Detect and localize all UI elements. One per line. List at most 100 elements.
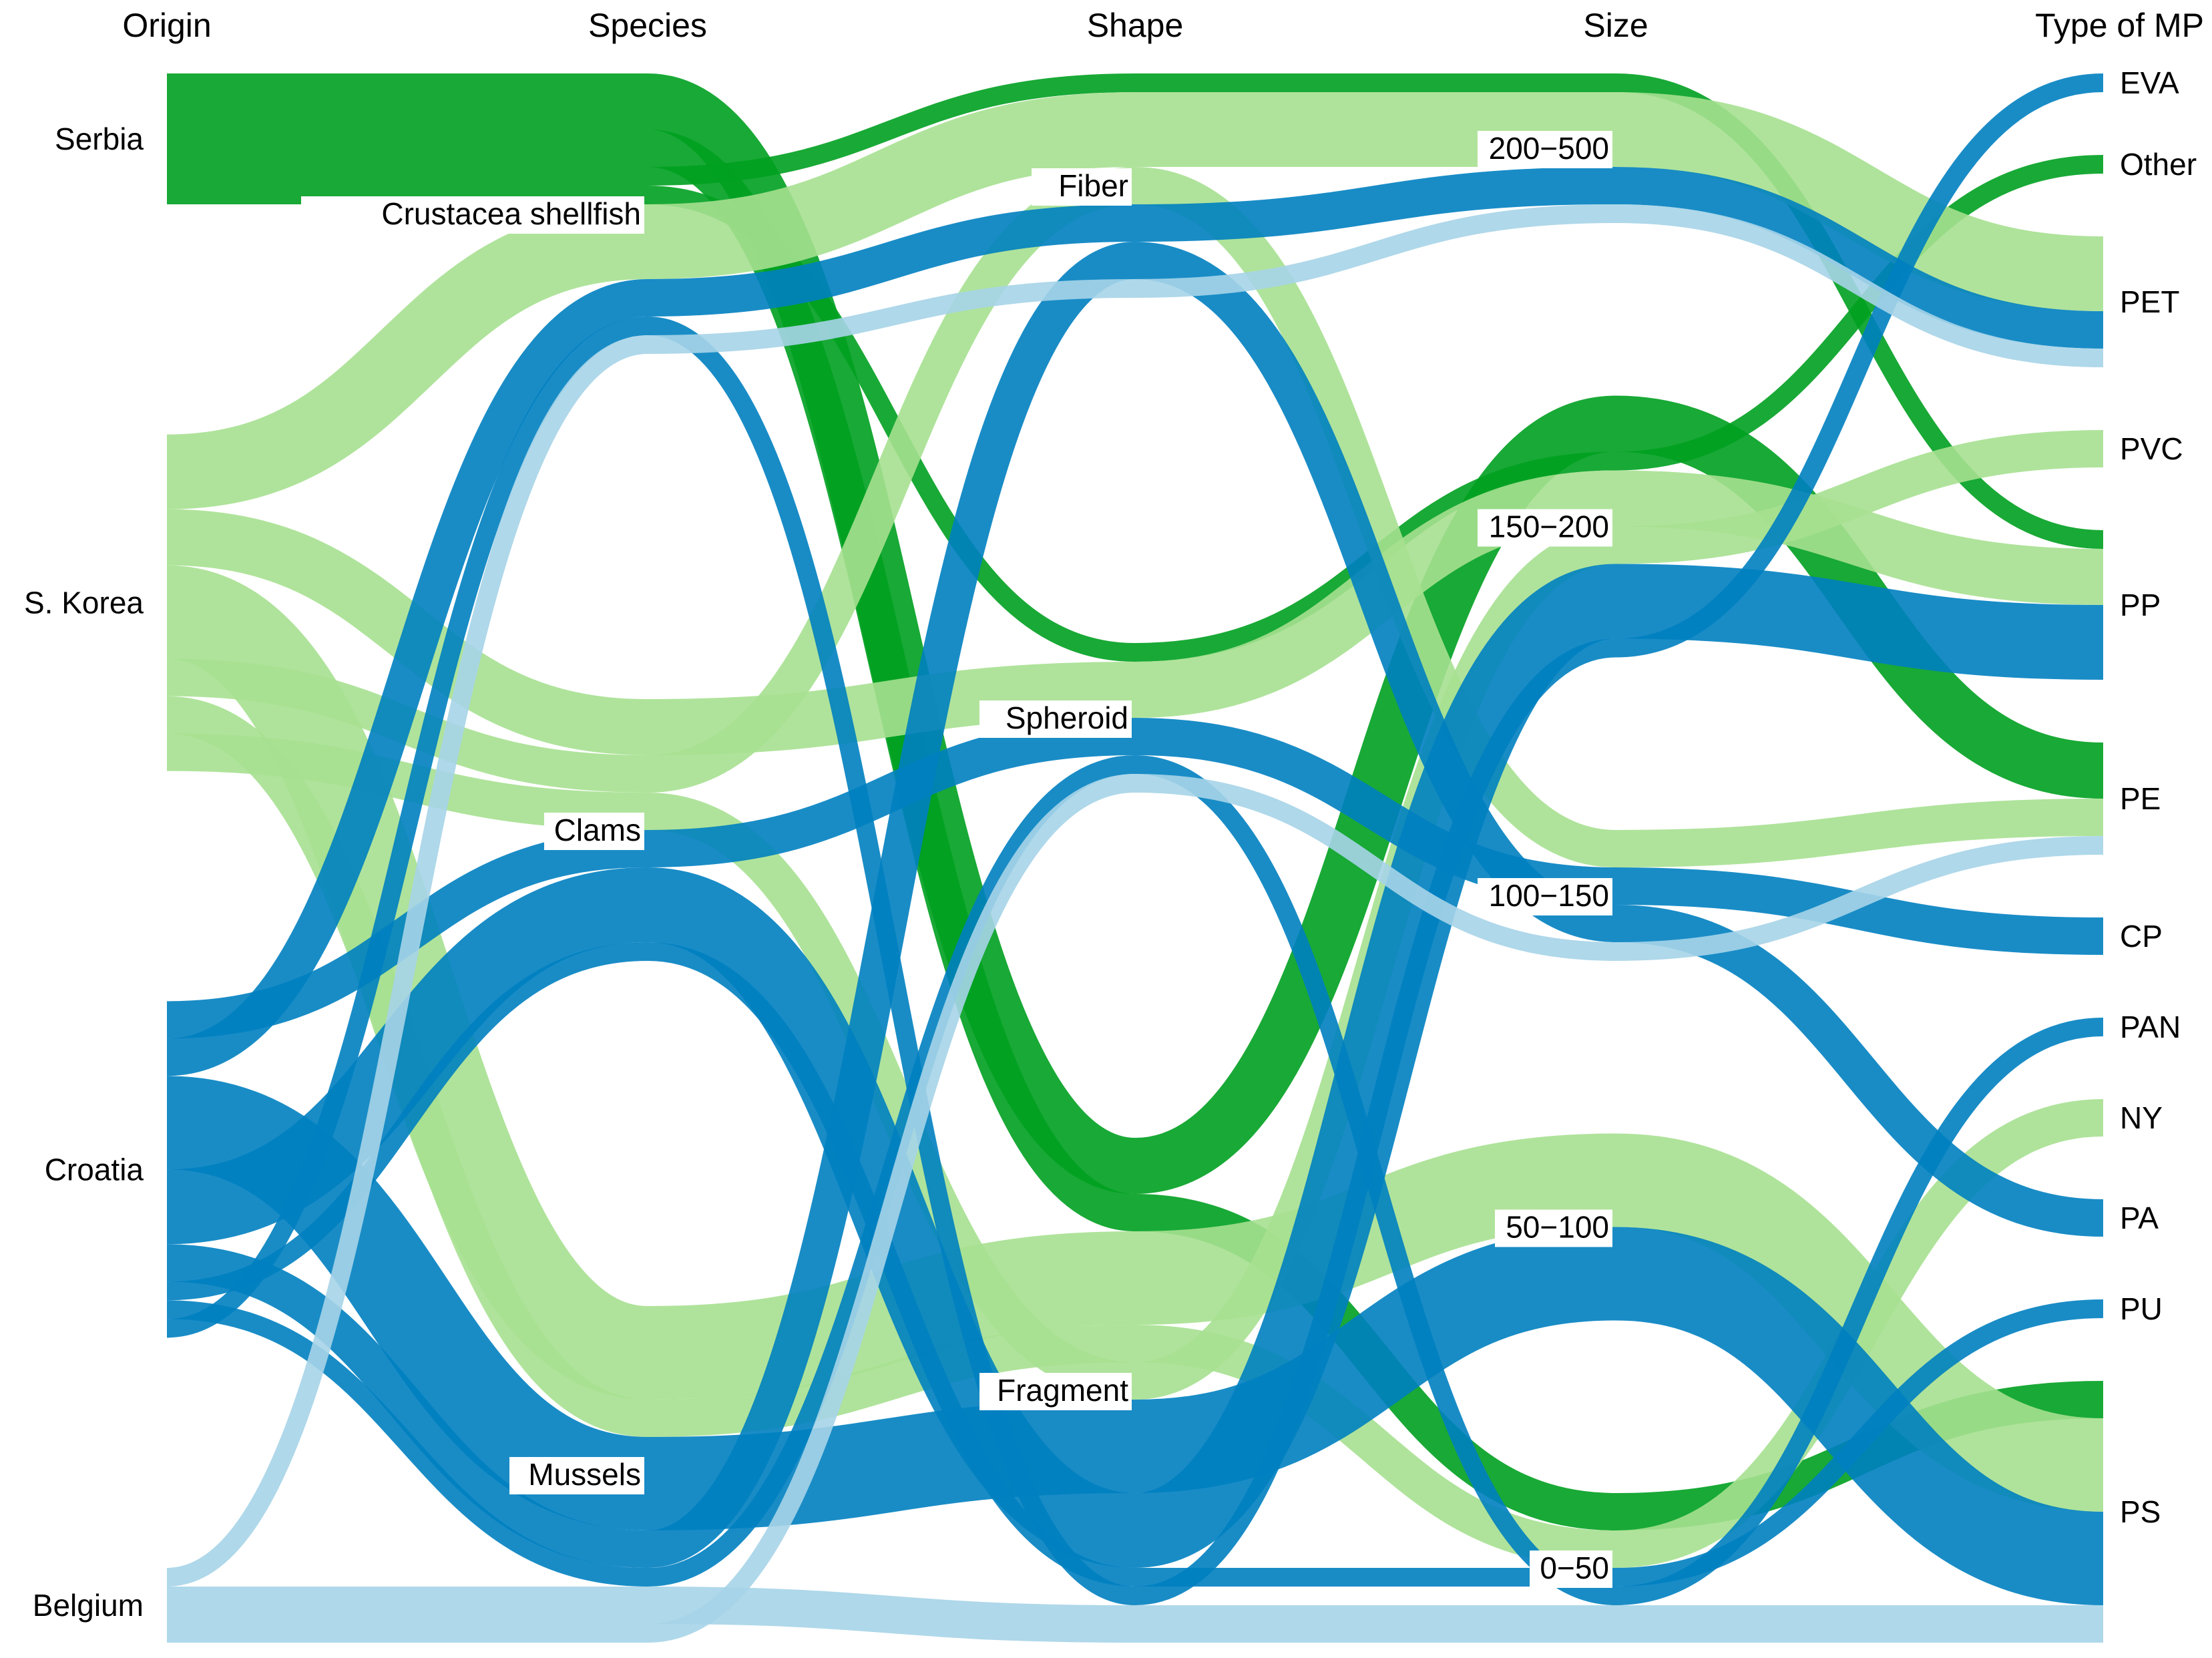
- axis-title-type-of-mp: Type of MP: [2035, 7, 2204, 44]
- stratum-species-mussels: Mussels: [509, 1457, 644, 1494]
- stratum-size-200-500: 200−500: [1478, 131, 1612, 168]
- flows-layer: [164, 73, 2105, 1643]
- stratum-type-of-mp-ps: PS: [2120, 1494, 2161, 1529]
- stratum-size-150-200: 150−200: [1478, 509, 1612, 547]
- flow-croatia-15-seg-1: [647, 942, 1136, 1587]
- axis-title-origin: Origin: [122, 7, 211, 44]
- label-cp: CP: [2120, 919, 2163, 954]
- flow-belgium-18-seg-2: [1134, 204, 1616, 298]
- stratum-shape-fragment: Fragment: [979, 1373, 1132, 1410]
- flow-serbia-2-seg-1: [647, 73, 1136, 186]
- stratum-size-0-50: 0−50: [1530, 1550, 1612, 1588]
- flow-serbia-3-seg-3: [1615, 155, 2104, 471]
- stratum-type-of-mp-pa: PA: [2120, 1201, 2159, 1235]
- label-bg-fiber: [1032, 168, 1132, 206]
- flow-s-korea-5-seg-3: [1615, 470, 2104, 605]
- flow-croatia-16-seg-0: [166, 1300, 648, 1587]
- label-bg-clams: [544, 813, 644, 850]
- stratum-type-of-mp-other: Other: [2120, 147, 2197, 182]
- flow-croatia-17-seg-1: [647, 317, 1136, 1605]
- flow-croatia-12-seg-3: [1614, 1227, 2105, 1605]
- label-bg-150-200: [1478, 509, 1612, 547]
- label-150-200: 150−200: [1489, 509, 1609, 544]
- flow-croatia-10-seg-3: [1615, 867, 2104, 955]
- stratum-type-of-mp-ny: NY: [2120, 1100, 2163, 1135]
- flow-croatia-13-seg-0: [166, 867, 649, 1245]
- stratum-size-50-100: 50−100: [1495, 1209, 1612, 1247]
- stratum-size-100-150: 100−150: [1478, 878, 1612, 915]
- label-200-500: 200−500: [1489, 131, 1609, 166]
- label-bg-100-150: [1478, 878, 1612, 915]
- label-bg-50-100: [1495, 1209, 1612, 1247]
- label-eva: EVA: [2120, 65, 2179, 100]
- label-0-50: 0−50: [1540, 1550, 1609, 1585]
- flow-belgium-19-seg-1: [647, 1587, 1136, 1643]
- stratum-type-of-mp-eva: EVA: [2120, 65, 2179, 100]
- stratum-origin-belgium: Belgium: [33, 1588, 144, 1623]
- label-fragment: Fragment: [997, 1373, 1128, 1408]
- axis-titles-layer: Origin Species Shape Size Type of MP: [122, 7, 2204, 44]
- label-pet: PET: [2120, 284, 2179, 319]
- label-other: Other: [2120, 147, 2197, 182]
- flow-croatia-16-seg-2: [1134, 755, 1616, 1605]
- label-s-korea: S. Korea: [24, 586, 144, 620]
- flow-croatia-11-seg-0: [166, 279, 649, 1076]
- label-crustacea-shellfish: Crustacea shellfish: [381, 196, 641, 231]
- label-ny: NY: [2120, 1100, 2163, 1135]
- stratum-type-of-mp-pu: PU: [2120, 1291, 2163, 1326]
- flow-belgium-20-seg-2: [1134, 774, 1616, 961]
- label-pa: PA: [2120, 1201, 2159, 1235]
- label-mussels: Mussels: [528, 1457, 641, 1492]
- flow-croatia-17-seg-0: [166, 317, 648, 1338]
- stratum-shape-spheroid: Spheroid: [979, 700, 1132, 738]
- label-bg-spheroid: [979, 700, 1132, 738]
- stratum-type-of-mp-pan: PAN: [2120, 1010, 2181, 1044]
- stratum-type-of-mp-pe: PE: [2120, 781, 2161, 816]
- flow-croatia-16-seg-1: [647, 755, 1136, 1587]
- stratum-shape-fiber: Fiber: [1032, 168, 1132, 206]
- label-pvc: PVC: [2120, 431, 2183, 466]
- label-croatia: Croatia: [45, 1152, 144, 1187]
- flow-croatia-13-seg-2: [1132, 564, 1618, 1568]
- label-pu: PU: [2120, 1291, 2163, 1326]
- label-clams: Clams: [554, 813, 641, 847]
- stratum-type-of-mp-pet: PET: [2120, 284, 2179, 319]
- stratum-origin-serbia: Serbia: [55, 122, 144, 156]
- label-serbia: Serbia: [55, 122, 144, 156]
- label-pe: PE: [2120, 781, 2161, 816]
- flow-croatia-11-seg-1: [647, 204, 1136, 317]
- label-pp: PP: [2120, 588, 2161, 622]
- axis-title-shape: Shape: [1087, 7, 1184, 44]
- flow-croatia-11-seg-3: [1615, 167, 2104, 349]
- flow-croatia-17-seg-2: [1134, 638, 1616, 1605]
- stratum-species-crustacea-shellfish: Crustacea shellfish: [301, 196, 644, 234]
- flow-croatia-11-seg-2: [1134, 167, 1616, 242]
- flow-croatia-16-seg-3: [1615, 1018, 2104, 1605]
- flow-s-korea-6-seg-2: [1134, 1133, 1616, 1325]
- axis-title-size: Size: [1583, 7, 1648, 44]
- stratum-type-of-mp-pvc: PVC: [2120, 431, 2183, 466]
- label-50-100: 50−100: [1506, 1210, 1609, 1245]
- label-fiber: Fiber: [1058, 168, 1128, 203]
- flow-croatia-14-seg-1: [646, 242, 1136, 1568]
- flow-s-korea-7-seg-3: [1615, 799, 2104, 867]
- label-100-150: 100−150: [1489, 878, 1609, 913]
- flow-s-korea-9-seg-3: [1615, 430, 2104, 564]
- label-bg-mussels: [509, 1457, 644, 1494]
- flow-s-korea-4-seg-1: [647, 92, 1136, 279]
- label-spheroid: Spheroid: [1006, 700, 1128, 735]
- stratum-origin-croatia: Croatia: [45, 1152, 144, 1187]
- stratum-species-clams: Clams: [544, 813, 644, 850]
- label-bg-0-50: [1530, 1550, 1612, 1588]
- stratum-origin-s-korea: S. Korea: [24, 586, 144, 620]
- stratum-type-of-mp-pp: PP: [2120, 588, 2161, 622]
- flow-croatia-10-seg-1: [647, 718, 1136, 867]
- flow-belgium-20-seg-3: [1615, 836, 2104, 961]
- label-bg-200-500: [1478, 131, 1612, 168]
- flow-belgium-20-seg-1: [647, 774, 1136, 1643]
- axis-title-species: Species: [588, 7, 707, 44]
- label-pan: PAN: [2120, 1010, 2181, 1044]
- stratum-type-of-mp-cp: CP: [2120, 919, 2163, 954]
- flow-belgium-18-seg-3: [1615, 204, 2104, 367]
